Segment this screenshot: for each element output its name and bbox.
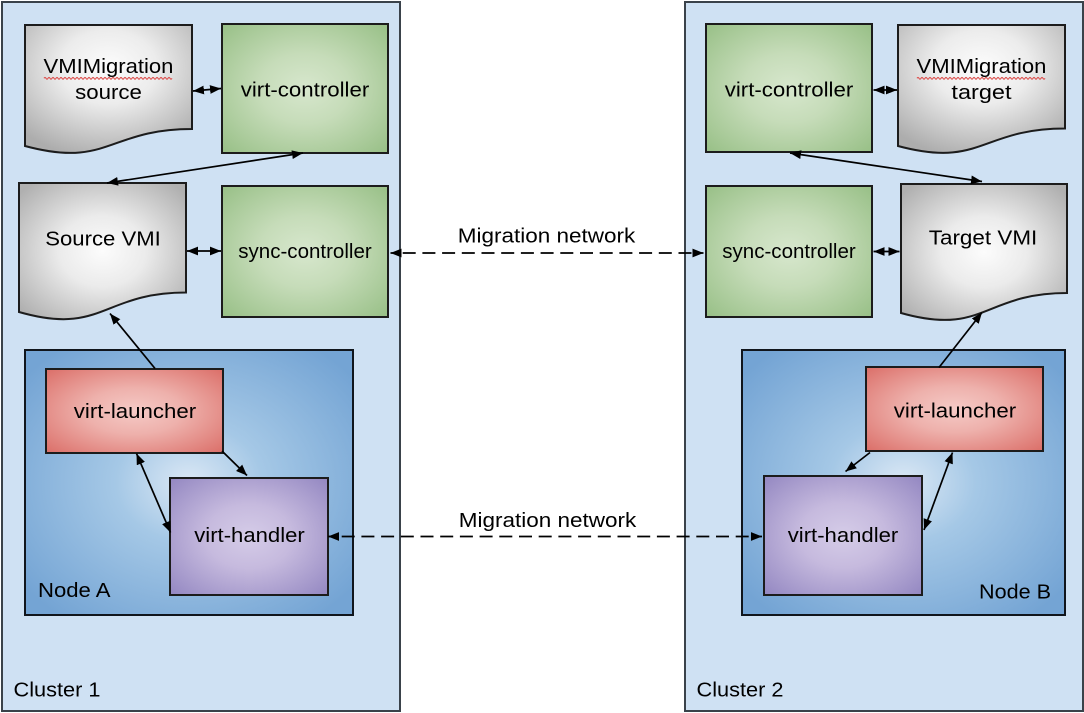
svg-text:sync-controller: sync-controller xyxy=(722,241,856,263)
svg-text:VMIMigration: VMIMigration xyxy=(44,56,174,78)
svg-text:Cluster 1: Cluster 1 xyxy=(14,680,101,702)
svg-text:Target VMI: Target VMI xyxy=(929,228,1038,250)
svg-text:virt-launcher: virt-launcher xyxy=(74,401,197,423)
svg-text:source: source xyxy=(75,82,142,104)
svg-text:target: target xyxy=(951,82,1012,104)
svg-text:VMIMigration: VMIMigration xyxy=(917,56,1047,78)
svg-text:Cluster 2: Cluster 2 xyxy=(697,680,784,702)
svg-text:virt-handler: virt-handler xyxy=(194,525,305,547)
svg-text:virt-launcher: virt-launcher xyxy=(894,401,1017,423)
svg-text:virt-handler: virt-handler xyxy=(788,525,899,547)
svg-text:sync-controller: sync-controller xyxy=(238,241,372,263)
svg-text:Migration network: Migration network xyxy=(458,226,637,248)
svg-text:Migration network: Migration network xyxy=(459,510,638,532)
svg-text:Node B: Node B xyxy=(979,582,1051,604)
svg-text:Node A: Node A xyxy=(38,580,111,602)
svg-text:Source VMI: Source VMI xyxy=(45,229,161,251)
svg-text:virt-controller: virt-controller xyxy=(241,80,370,102)
svg-text:virt-controller: virt-controller xyxy=(725,80,854,102)
